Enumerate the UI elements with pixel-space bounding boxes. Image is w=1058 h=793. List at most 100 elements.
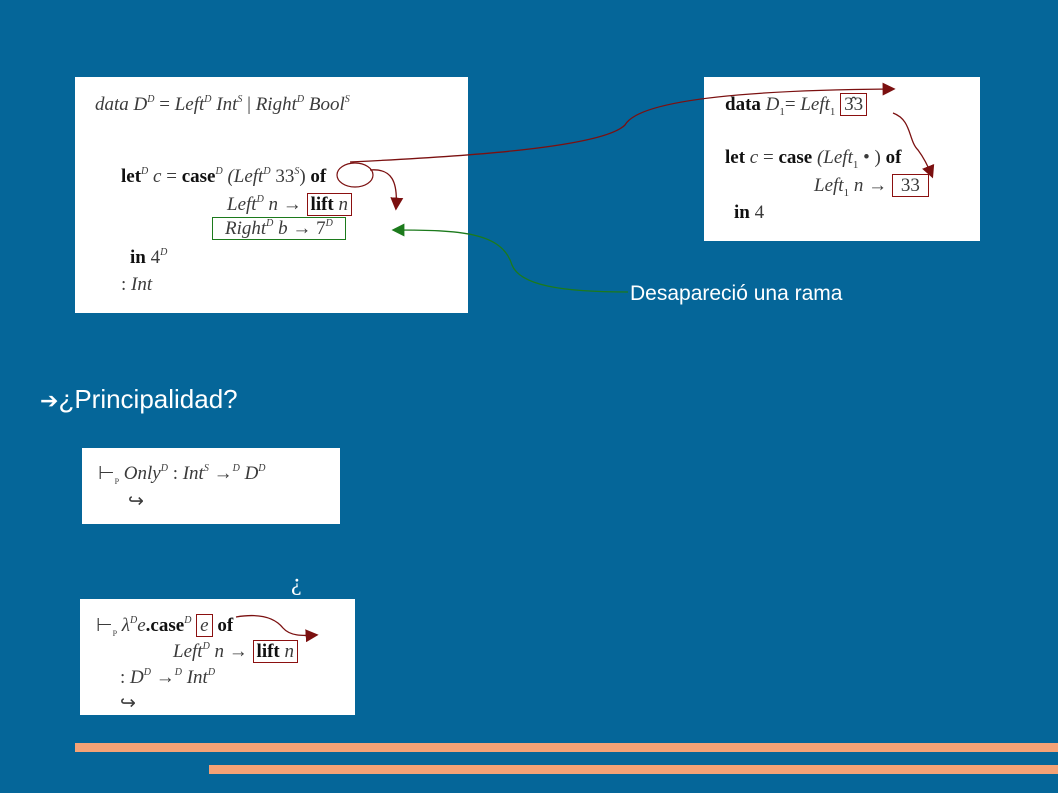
var-b: b — [278, 218, 288, 239]
hook-arrow: ↪ — [128, 491, 144, 512]
bullet-principality: ➔¿Principalidad? — [40, 384, 238, 415]
kw-case: case — [181, 166, 216, 187]
lift-box: lift n — [306, 193, 353, 216]
kw-data: data — [725, 94, 761, 115]
var-c: c — [749, 147, 759, 168]
code-line-in: in 4 — [734, 203, 764, 222]
num-4: 4 — [150, 247, 161, 268]
kw-lift: lift — [256, 641, 280, 662]
eq: = — [166, 166, 177, 187]
code-line-data-decl: data D1= Left1 3̂3 — [725, 93, 868, 117]
kw-case: .case — [145, 615, 185, 636]
sub-1: 1 — [843, 186, 850, 199]
code-panel-only: ⊢P OnlyD : IntS →D DD ↪ — [82, 448, 340, 524]
ctor-left: Left — [174, 94, 205, 115]
var-e-box: e — [196, 614, 213, 637]
paren-close: ) — [874, 147, 881, 168]
kw-of: of — [310, 166, 327, 187]
var-c: c — [153, 166, 162, 187]
ctor-left: Left — [814, 175, 844, 196]
arrow: → — [868, 175, 888, 196]
code-line-data-decl: data DD = LeftD IntS | RightD BoolS — [95, 93, 350, 115]
type-bool: Bool — [308, 94, 345, 115]
ctor-left: (Left — [816, 147, 853, 168]
code-line-branch-left: Left1 n → 33 — [814, 174, 929, 198]
var-n: n — [853, 175, 864, 196]
eq: = — [784, 94, 796, 115]
code-line-judgment: ⊢P OnlyD : IntS →D DD — [98, 462, 266, 486]
type-int: Int — [182, 463, 204, 484]
num-7: 7 — [316, 218, 326, 239]
code-line-branch-left: LeftD n → lift n — [227, 193, 353, 216]
kw-in: in — [734, 202, 750, 223]
turnstile-sub: P — [114, 476, 120, 486]
turnstile-sub: P — [112, 628, 118, 638]
turnstile-symbol: ⊢P — [96, 615, 118, 638]
type-int: Int — [186, 667, 208, 688]
colon: : — [121, 274, 127, 295]
arrow: → — [292, 218, 312, 239]
num-33-box: 3̂3 — [840, 93, 868, 116]
bullet-text: ¿Principalidad? — [58, 384, 238, 414]
arrow: → — [228, 641, 248, 662]
code-line-hook: ↪ — [128, 492, 144, 511]
code-panel-residual: data D1= Left1 3̂3 let c = case (Left1 •… — [704, 77, 980, 241]
turnstile: ⊢ — [98, 463, 115, 484]
type-int: Int — [131, 274, 153, 295]
var-n: n — [268, 194, 279, 215]
lambda: λ — [121, 615, 130, 636]
code-line-hook: ↪ — [120, 694, 136, 713]
num-33-box: 33 — [891, 174, 929, 197]
code-line-type: : DD →D IntD — [120, 666, 216, 688]
var-n: n — [338, 194, 349, 215]
annotation-removed-branch: Desapareció una rama — [630, 282, 843, 305]
ctor-right: Right — [225, 218, 267, 239]
eq: = — [762, 147, 774, 168]
code-line-branch-left: LeftD n → lift n — [173, 640, 299, 663]
bar: | — [247, 94, 251, 115]
kw-in: in — [130, 247, 146, 268]
lift-box: lift n — [252, 640, 299, 663]
placeholder-dot: • — [863, 147, 870, 168]
num-4: 4 — [754, 202, 765, 223]
question-mark: ¿ — [291, 570, 302, 596]
ctor-left: (Left — [227, 166, 264, 187]
kw-of: of — [885, 147, 902, 168]
ctor-left: Left — [173, 641, 203, 662]
code-panel-original: data DD = LeftD IntS | RightD BoolS letD… — [75, 77, 468, 313]
ctor-left: Left — [800, 94, 830, 115]
num-33: 33 — [275, 166, 295, 187]
var-e: e — [137, 615, 146, 636]
sub-1: 1 — [829, 105, 836, 118]
code-line-branch-right: RightD b → 7D — [212, 217, 346, 240]
paren-close: ) — [299, 166, 306, 187]
turnstile-symbol: ⊢P — [98, 463, 120, 486]
removed-branch-box: RightD b → 7D — [212, 217, 346, 240]
kw-let: let — [725, 147, 746, 168]
code-line-let: let c = case (Left1 • ) of — [725, 147, 902, 170]
arrow-bullet-icon: ➔ — [40, 388, 59, 413]
type-d: D — [244, 463, 259, 484]
colon: : — [172, 463, 178, 484]
type-d: D — [133, 94, 148, 115]
arrow: → — [155, 667, 175, 688]
arrow: → — [213, 463, 233, 484]
kw-case: case — [778, 147, 813, 168]
type-int: Int — [216, 94, 238, 115]
type-d: D — [765, 94, 780, 115]
code-line-in: in 4D — [130, 246, 168, 268]
code-line-type: : Int — [121, 275, 152, 294]
kw-lift: lift — [310, 194, 334, 215]
kw-of: of — [217, 615, 234, 636]
ctor-only: Only — [123, 463, 161, 484]
ctor-left: Left — [227, 194, 257, 215]
ctor-right: Right — [255, 94, 297, 115]
kw-data: data — [95, 94, 129, 115]
decor-bar-bottom — [209, 765, 1058, 774]
colon: : — [120, 667, 126, 688]
code-panel-lambda: ⊢P λDe.caseD e of LeftD n → lift n : DD … — [80, 599, 355, 715]
var-n: n — [284, 641, 295, 662]
eq: = — [159, 94, 170, 115]
type-d: D — [130, 667, 144, 688]
sub-1: 1 — [852, 158, 859, 171]
